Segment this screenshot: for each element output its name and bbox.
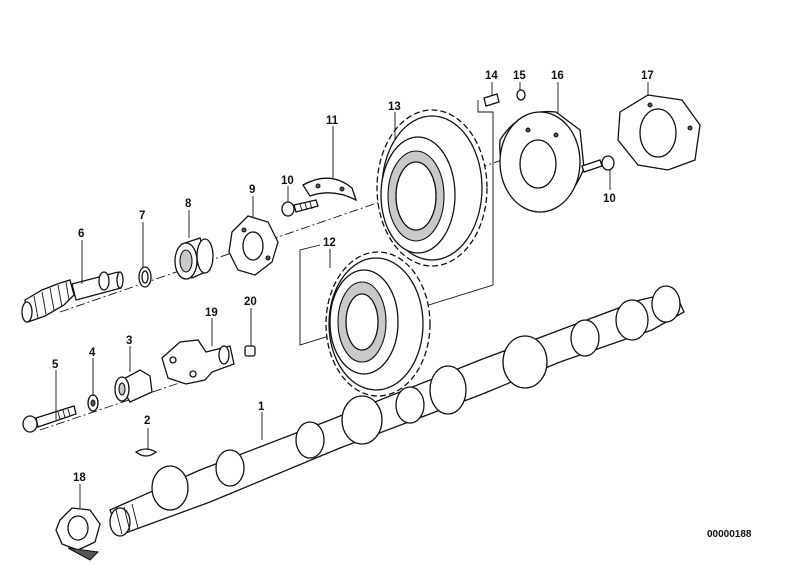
callout-6: 6 [78,228,84,240]
callout-5: 5 [52,359,59,371]
callout-15: 15 [513,70,526,82]
part-11-guide-shoe[interactable] [302,177,358,202]
callout-11: 11 [326,115,339,127]
callout-18: 18 [73,472,86,484]
callout-14: 14 [485,70,498,82]
part-8-seal-ring[interactable] [174,237,214,280]
callout-12: 12 [323,237,336,249]
callout-3: 3 [126,335,132,347]
lower-axis-line [39,375,201,431]
callout-7: 7 [139,210,145,222]
callout-17: 17 [641,70,654,82]
part-13-upper-sprocket[interactable] [376,109,488,267]
part-2-key[interactable] [134,448,158,457]
part-18-nut[interactable] [55,507,101,561]
part-14-pin[interactable] [483,93,500,107]
part-6-drive-gear-shaft[interactable] [21,271,124,323]
part-9-flange-plate[interactable] [228,215,279,276]
part-16-hub[interactable] [499,110,585,213]
part-19-bracket[interactable] [161,339,235,385]
callout-8: 8 [185,198,192,210]
callout-13: 13 [388,101,401,113]
callout-10-left: 10 [281,175,294,187]
part-7-washer[interactable] [138,266,152,288]
part-12-lower-sprocket[interactable] [325,251,431,397]
part-17-cover-plate[interactable] [617,94,701,171]
callout-9: 9 [249,184,255,196]
gear-bracket-line [299,100,494,346]
callout-1: 1 [258,401,265,413]
callout-16: 16 [551,70,564,82]
callout-leader-lines [55,82,649,508]
part-3-sleeve[interactable] [114,369,153,403]
part-10-bolt-right[interactable] [581,155,615,173]
part-4-washer[interactable] [87,394,99,412]
callout-2: 2 [144,415,150,427]
part-10-bolt-left[interactable] [281,199,319,217]
drawing-code: 00000188 [707,529,752,540]
part-5-bolt[interactable] [22,405,77,433]
callout-4: 4 [89,347,96,359]
part-20-dowel-pin[interactable] [244,345,256,357]
callout-19: 19 [205,307,218,319]
callout-10-right: 10 [603,193,616,205]
callout-20: 20 [244,296,257,308]
part-15-ring[interactable] [516,89,526,101]
part-1-camshaft[interactable] [109,285,685,537]
